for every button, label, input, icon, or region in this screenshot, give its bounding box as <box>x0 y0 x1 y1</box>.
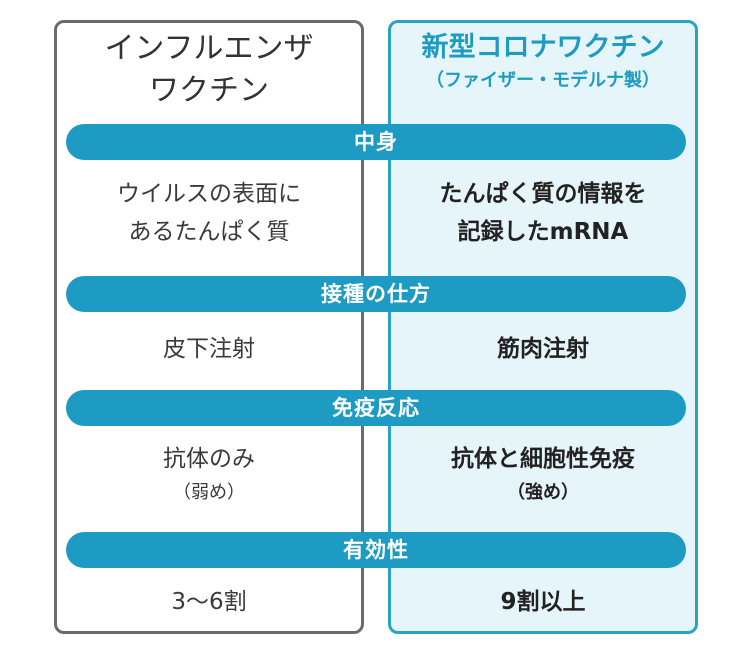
row-label-method: 接種の仕方 <box>66 276 686 312</box>
influenza-contents: ウイルスの表面に あるたんぱく質 <box>54 175 364 251</box>
influenza-header-line-1: インフルエンザ <box>104 31 314 66</box>
influenza-column <box>54 20 364 634</box>
covid-efficacy: 9割以上 <box>500 589 586 615</box>
influenza-method: 皮下注射 <box>163 336 255 362</box>
influenza-response-note: （弱め） <box>173 482 245 503</box>
influenza-header: インフルエンザ ワクチン <box>54 28 364 112</box>
covid-contents: たんぱく質の情報を 記録したmRNA <box>388 175 698 251</box>
influenza-response: 抗体のみ （弱め） <box>54 440 364 508</box>
influenza-header-line-2: ワクチン <box>149 73 269 108</box>
covid-header-subtitle: （ファイザー・モデルナ製） <box>426 70 660 91</box>
influenza-contents-line-1: ウイルスの表面に <box>117 181 301 207</box>
covid-response: 抗体と細胞性免疫 （強め） <box>388 440 698 508</box>
influenza-efficacy: 3〜6割 <box>171 589 247 615</box>
covid-contents-line-1: たんぱく質の情報を <box>439 181 647 207</box>
row-label-contents: 中身 <box>66 124 686 160</box>
row-label-efficacy: 有効性 <box>66 532 686 568</box>
covid-response-note: （強め） <box>507 482 579 503</box>
covid-column <box>388 20 698 634</box>
row-label-immune-response: 免疫反応 <box>66 390 686 426</box>
influenza-contents-line-2: あるたんぱく質 <box>128 219 290 245</box>
covid-header: 新型コロナワクチン （ファイザー・モデルナ製） <box>388 28 698 94</box>
covid-header-title: 新型コロナワクチン <box>421 32 665 63</box>
covid-contents-line-2: 記録したmRNA <box>457 219 629 245</box>
influenza-response-text: 抗体のみ <box>163 446 255 472</box>
covid-method: 筋肉注射 <box>497 336 589 362</box>
covid-response-text: 抗体と細胞性免疫 <box>451 446 635 472</box>
